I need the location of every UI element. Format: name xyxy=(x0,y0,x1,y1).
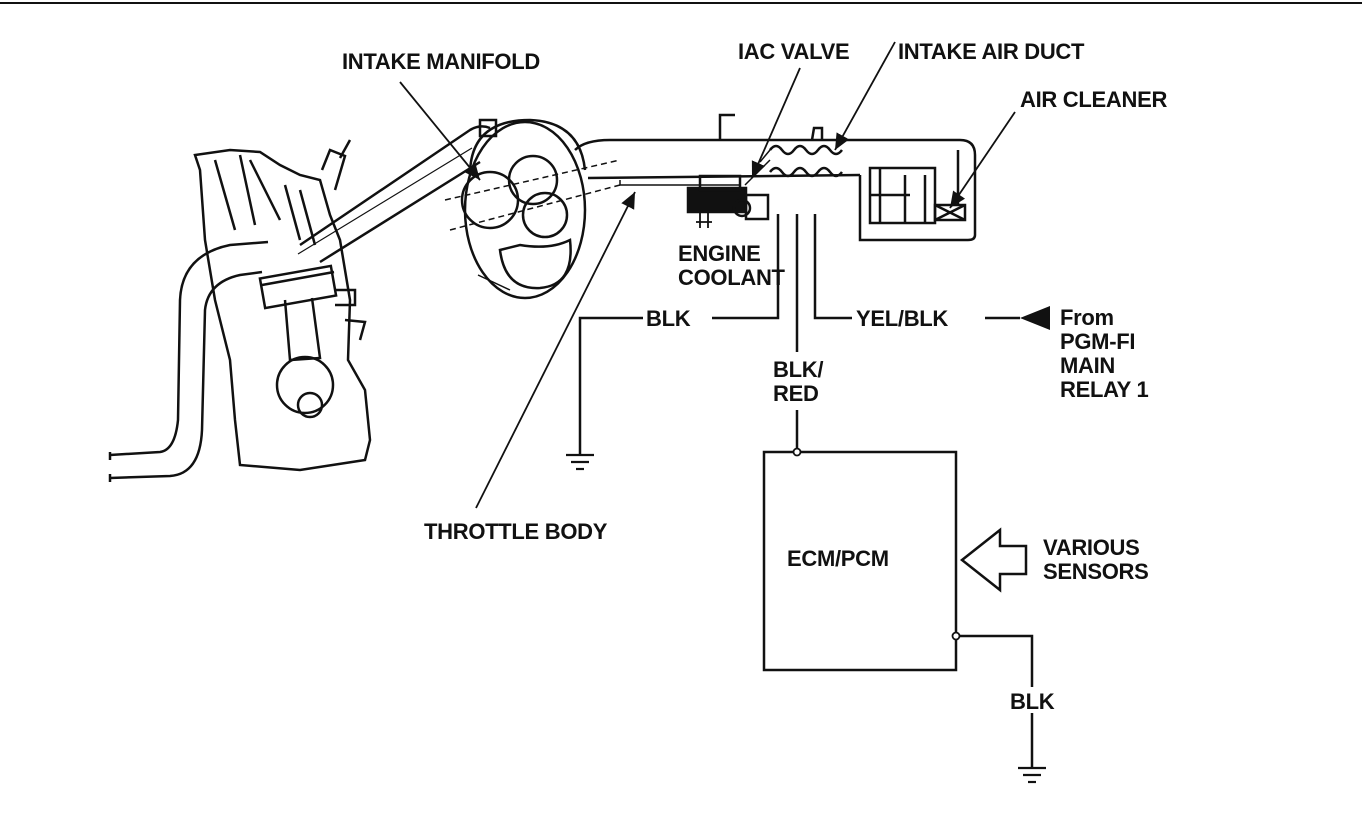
ecm-terminal-ground xyxy=(951,631,961,641)
throttle-body-icon xyxy=(444,118,621,300)
label-relay-1: From xyxy=(1060,305,1114,330)
ecm-terminal-signal xyxy=(792,447,802,457)
label-throttle-body: THROTTLE BODY xyxy=(424,519,608,544)
label-relay-2: PGM-FI xyxy=(1060,329,1136,354)
label-iac-valve: IAC VALVE xyxy=(738,39,850,64)
air-cleaner-icon xyxy=(868,150,967,225)
ground-symbol-icon xyxy=(566,453,594,471)
engine-icon xyxy=(193,139,372,472)
iac-valve-icon xyxy=(686,159,771,228)
wire-label-yel-blk: YEL/BLK xyxy=(856,306,949,331)
label-various-sensors-2: SENSORS xyxy=(1043,559,1149,584)
ecm-box xyxy=(762,450,958,672)
label-various-sensors-1: VARIOUS xyxy=(1043,535,1140,560)
leader-lines xyxy=(399,41,1016,509)
label-relay-3: MAIN xyxy=(1060,353,1116,378)
wire-label-blk-ecm: BLK xyxy=(1010,689,1055,714)
label-intake-manifold: INTAKE MANIFOLD xyxy=(342,49,540,74)
label-intake-air-duct: INTAKE AIR DUCT xyxy=(898,39,1085,64)
label-relay-4: RELAY 1 xyxy=(1060,377,1149,402)
power-source-arrow-icon xyxy=(1020,306,1050,330)
ground-symbol-ecm-icon xyxy=(1018,766,1046,784)
wire-label-blk: BLK xyxy=(646,306,691,331)
label-ecm-pcm: ECM/PCM xyxy=(787,546,889,571)
exhaust-pipe xyxy=(108,240,269,482)
hollow-arrow-icon xyxy=(959,527,1028,593)
wire-label-blk-red-2: RED xyxy=(773,381,819,406)
intake-runner xyxy=(297,125,491,264)
label-engine-coolant-1: ENGINE xyxy=(678,241,761,266)
wiring xyxy=(578,214,1034,768)
label-engine-coolant-2: COOLANT xyxy=(678,265,785,290)
intake-air-duct xyxy=(574,113,977,242)
label-air-cleaner: AIR CLEANER xyxy=(1020,87,1168,112)
wire-label-blk-red-1: BLK/ xyxy=(773,357,824,382)
